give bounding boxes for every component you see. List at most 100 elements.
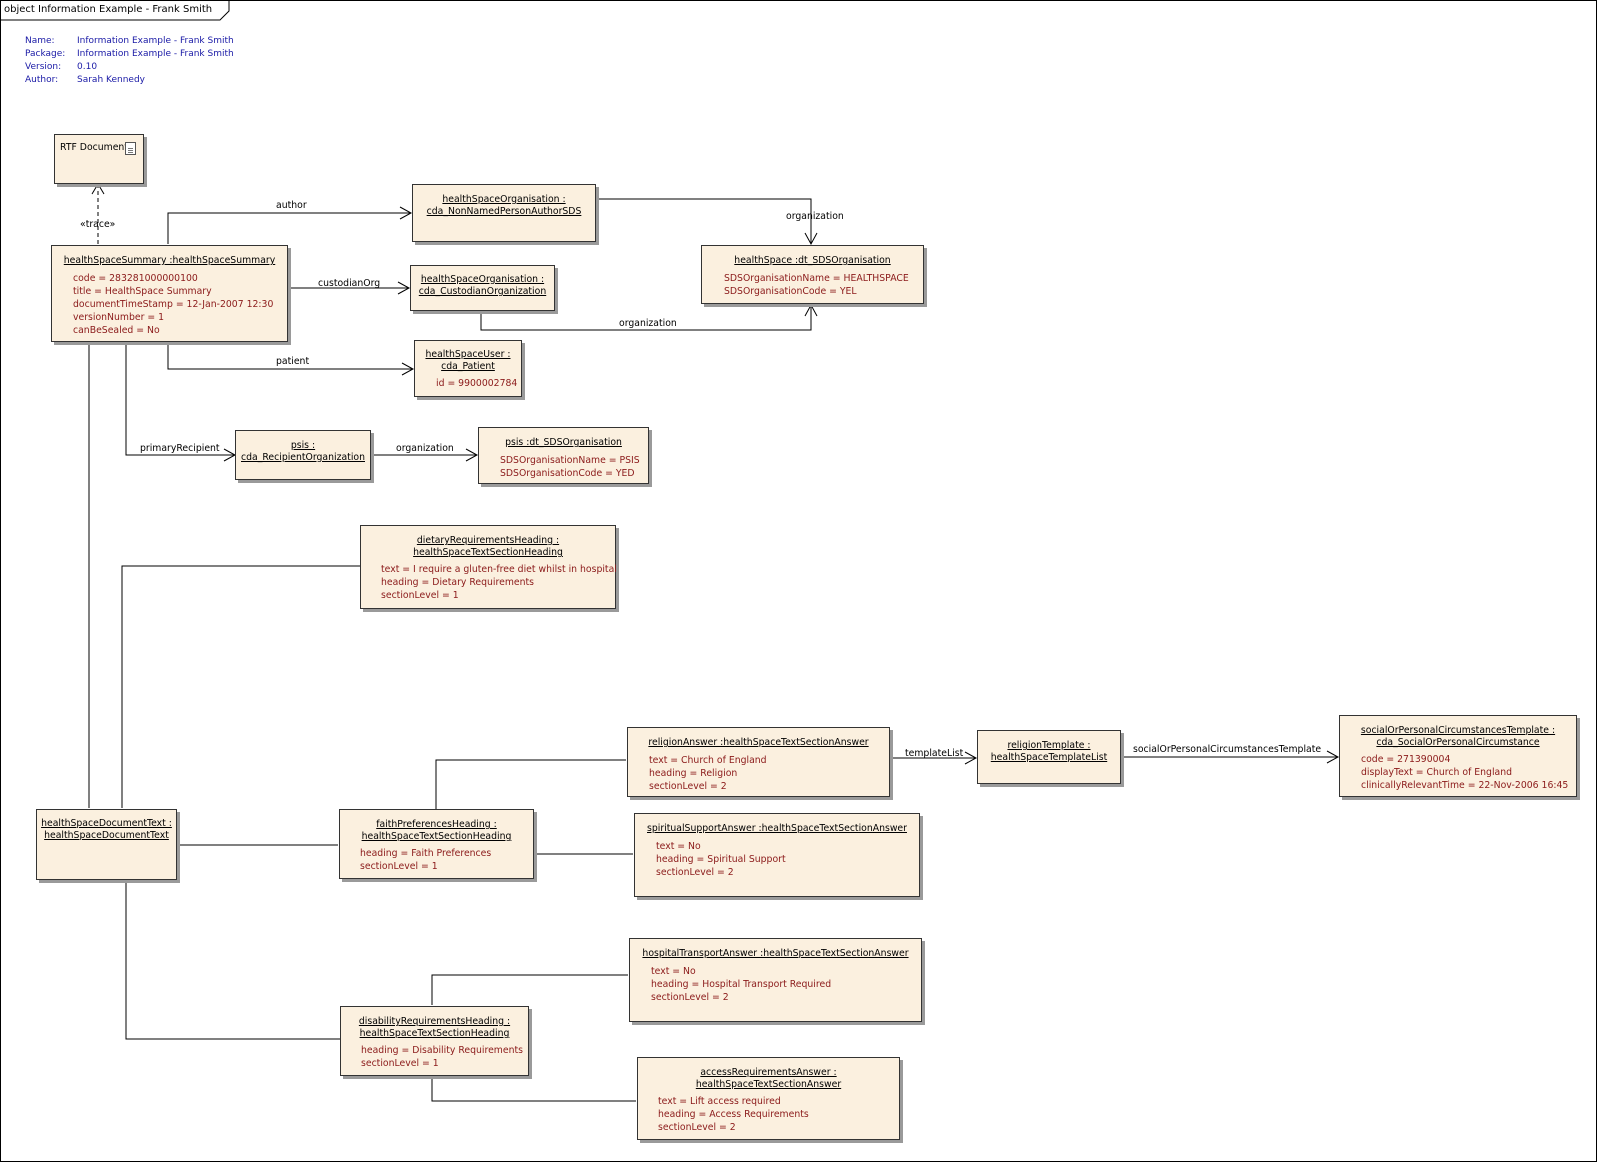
attribute: code = 283281000000100 (73, 273, 198, 284)
religion-answer-node[interactable]: religionAnswer :healthSpaceTextSectionAn… (627, 727, 890, 797)
access-requirements-answer-node[interactable]: accessRequirementsAnswer : healthSpaceTe… (637, 1057, 900, 1140)
node-attributes: text = No heading = Hospital Transport R… (630, 965, 921, 1004)
node-title-type: cda_RecipientOrganization (241, 452, 365, 463)
faith-religion-connector[interactable] (435, 759, 626, 809)
doctext-disability-connector[interactable] (125, 880, 340, 1040)
meta-author-row: Author:Sarah Kennedy (25, 75, 145, 85)
node-title: religionTemplate : (1007, 740, 1091, 751)
disability-transport-connector[interactable] (431, 974, 628, 1005)
health-space-summary-node[interactable]: healthSpaceSummary :healthSpaceSummary c… (51, 245, 288, 342)
custodian-org-label: custodianOrg (318, 278, 381, 289)
attribute: text = I require a gluten-free diet whil… (381, 564, 617, 575)
attribute: heading = Access Requirements (658, 1109, 809, 1120)
social-template-arrowhead (1326, 750, 1340, 764)
religion-template-node[interactable]: religionTemplate : healthSpaceTemplateLi… (977, 730, 1121, 784)
attribute: sectionLevel = 2 (649, 781, 727, 792)
organization-arrowhead-2 (804, 303, 818, 317)
node-title: hospitalTransportAnswer :healthSpaceText… (642, 948, 909, 959)
primary-recipient-connector[interactable] (125, 341, 235, 456)
organization-label: organization (786, 211, 844, 222)
document-text-node[interactable]: healthSpaceDocumentText : healthSpaceDoc… (36, 809, 177, 880)
meta-package-row: Package:Information Example - Frank Smit… (25, 49, 234, 59)
healthspace-sds-organisation-node[interactable]: healthSpace :dt_SDSOrganisation SDSOrgan… (701, 245, 924, 304)
author-connector[interactable] (167, 212, 411, 244)
node-title-type: healthSpaceTextSectionAnswer (695, 1079, 842, 1090)
attribute: SDSOrganisationName = HEALTHSPACE (724, 273, 909, 284)
author-org-organization-connector[interactable] (595, 198, 812, 244)
node-attributes: text = Church of England heading = Relig… (628, 754, 889, 793)
node-attributes: SDSOrganisationName = PSIS SDSOrganisati… (479, 454, 648, 480)
meta-version-row: Version:0.10 (25, 62, 97, 72)
attribute: heading = Religion (649, 768, 738, 779)
disability-requirements-heading-node[interactable]: disabilityRequirementsHeading : healthSp… (340, 1006, 529, 1076)
social-template-label: socialOrPersonalCircumstancesTemplate (1133, 744, 1322, 755)
primary-recipient-label: primaryRecipient (140, 443, 220, 454)
psis-sds-organisation-node[interactable]: psis :dt_SDSOrganisation SDSOrganisation… (478, 427, 649, 484)
attribute: text = No (656, 841, 701, 852)
custodian-arrowhead (397, 281, 411, 295)
node-attributes: id = 9900002784 (415, 377, 521, 390)
node-title-type: healthSpaceTextSectionHeading (359, 1028, 510, 1039)
attribute: heading = Disability Requirements (361, 1045, 523, 1056)
trace-label: «trace» (80, 219, 116, 230)
meta-value: 0.10 (77, 62, 98, 72)
attribute: heading = Spiritual Support (656, 854, 786, 865)
attribute: documentTimeStamp = 12-Jan-2007 12:30 (73, 299, 274, 310)
attribute: sectionLevel = 1 (360, 861, 438, 872)
node-title: psis :dt_SDSOrganisation (505, 437, 622, 448)
attribute: text = No (651, 966, 696, 977)
spiritual-support-answer-node[interactable]: spiritualSupportAnswer :healthSpaceTextS… (634, 813, 920, 897)
node-title-type: healthSpaceTextSectionHeading (361, 831, 512, 842)
attribute: SDSOrganisationName = PSIS (500, 455, 640, 466)
patient-connector[interactable] (167, 341, 413, 370)
meta-key: Package: (25, 49, 66, 59)
attribute: canBeSealed = No (73, 325, 160, 336)
attribute: heading = Hospital Transport Required (651, 979, 832, 990)
disability-access-connector[interactable] (431, 1075, 636, 1102)
author-organisation-node[interactable]: healthSpaceOrganisation : cda_NonNamedPe… (412, 184, 596, 242)
node-title: healthSpaceDocumentText : (41, 818, 172, 829)
attribute: heading = Faith Preferences (360, 848, 492, 859)
attribute: title = HealthSpace Summary (73, 286, 212, 297)
attribute: sectionLevel = 1 (361, 1058, 439, 1069)
node-title: dietaryRequirementsHeading : (416, 535, 560, 546)
node-title-type: cda_Patient (441, 361, 495, 372)
node-title: RTF Document (60, 142, 128, 153)
frame-title-tab (0, 0, 230, 21)
rtf-document-node[interactable]: RTF Document (54, 134, 144, 184)
attribute: id = 9900002784 (436, 378, 518, 389)
node-attributes: code = 283281000000100 title = HealthSpa… (52, 272, 287, 337)
template-list-label: templateList (905, 748, 964, 759)
attribute: text = Lift access required (658, 1096, 781, 1107)
psis-recipient-organisation-node[interactable]: psis : cda_RecipientOrganization (235, 430, 371, 480)
template-list-arrowhead (964, 751, 978, 765)
faith-preferences-heading-node[interactable]: faithPreferencesHeading : healthSpaceTex… (339, 809, 534, 879)
social-circumstances-template-node[interactable]: socialOrPersonalCircumstancesTemplate : … (1339, 715, 1577, 797)
node-title-type: cda_CustodianOrganization (418, 286, 547, 297)
author-label: author (276, 200, 307, 211)
dietary-requirements-heading-node[interactable]: dietaryRequirementsHeading : healthSpace… (360, 525, 617, 609)
node-attributes: text = Lift access required heading = Ac… (638, 1095, 899, 1134)
node-title: socialOrPersonalCircumstancesTemplate : (1360, 725, 1556, 736)
node-attributes: text = I require a gluten-free diet whil… (361, 563, 617, 602)
node-title: healthSpaceOrganisation : (420, 274, 545, 285)
hospital-transport-answer-node[interactable]: hospitalTransportAnswer :healthSpaceText… (629, 938, 922, 1022)
attribute: text = Church of England (649, 755, 767, 766)
node-attributes: heading = Faith Preferences sectionLevel… (340, 847, 533, 873)
organization-label-3: organization (396, 443, 454, 454)
frame-title: object Information Example - Frank Smith (4, 4, 213, 15)
document-icon (125, 142, 136, 155)
custodian-organisation-node[interactable]: healthSpaceOrganisation : cda_CustodianO… (410, 265, 555, 311)
doctext-dietary-connector[interactable] (121, 565, 360, 808)
attribute: sectionLevel = 2 (658, 1122, 736, 1133)
attribute: SDSOrganisationCode = YEL (724, 286, 857, 297)
health-space-user-node[interactable]: healthSpaceUser : cda_Patient id = 99000… (414, 340, 522, 397)
patient-arrowhead (401, 362, 415, 376)
node-title: psis : (290, 440, 316, 451)
custodian-org-organization-connector[interactable] (480, 305, 812, 331)
node-title-type: healthSpaceDocumentText (44, 830, 169, 841)
node-title: healthSpaceUser : (425, 349, 511, 360)
meta-value: Sarah Kennedy (77, 75, 145, 85)
